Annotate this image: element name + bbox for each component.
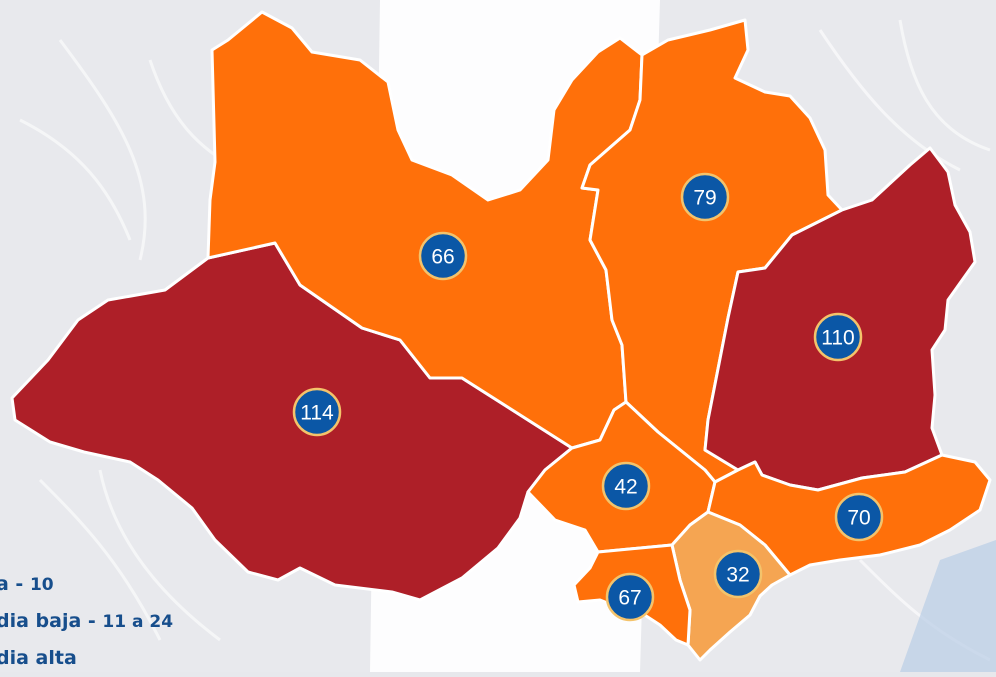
badge-circle — [680, 172, 730, 222]
value-badge-south: 32 — [713, 549, 763, 599]
value-badge-west: 114 — [292, 387, 342, 437]
badge-circle — [834, 492, 884, 542]
value-badge-south-east: 70 — [834, 492, 884, 542]
badge-value: 114 — [300, 402, 334, 425]
badge-value: 70 — [847, 507, 870, 530]
value-badge-south-west: 67 — [605, 572, 655, 622]
badge-value: 67 — [618, 587, 641, 610]
badge-circle — [713, 549, 763, 599]
legend-label: dia alta — [0, 647, 77, 669]
badge-value: 79 — [693, 187, 716, 210]
legend-range: 11 a 24 — [102, 612, 174, 632]
badge-value: 32 — [726, 564, 749, 587]
badge-circle — [605, 572, 655, 622]
badge-value: 110 — [821, 327, 854, 350]
value-badge-north-west: 66 — [418, 231, 468, 281]
legend-label: a - — [0, 573, 24, 595]
badge-circle — [813, 312, 863, 362]
badge-value: 42 — [614, 476, 637, 499]
badge-circle — [292, 387, 342, 437]
legend: a - 10 dia baja - 11 a 24 dia alta — [0, 566, 173, 677]
badge-circle — [601, 461, 651, 511]
value-badge-north: 79 — [680, 172, 730, 222]
legend-item-medium-low: dia baja - 11 a 24 — [0, 603, 173, 640]
legend-range: 10 — [29, 575, 54, 595]
legend-item-low: a - 10 — [0, 566, 173, 603]
badge-value: 66 — [431, 246, 454, 269]
legend-item-medium-high: dia alta — [0, 640, 173, 677]
value-badge-center: 42 — [601, 461, 651, 511]
value-badge-east: 110 — [813, 312, 863, 362]
legend-label: dia baja - — [0, 610, 103, 632]
badge-circle — [418, 231, 468, 281]
